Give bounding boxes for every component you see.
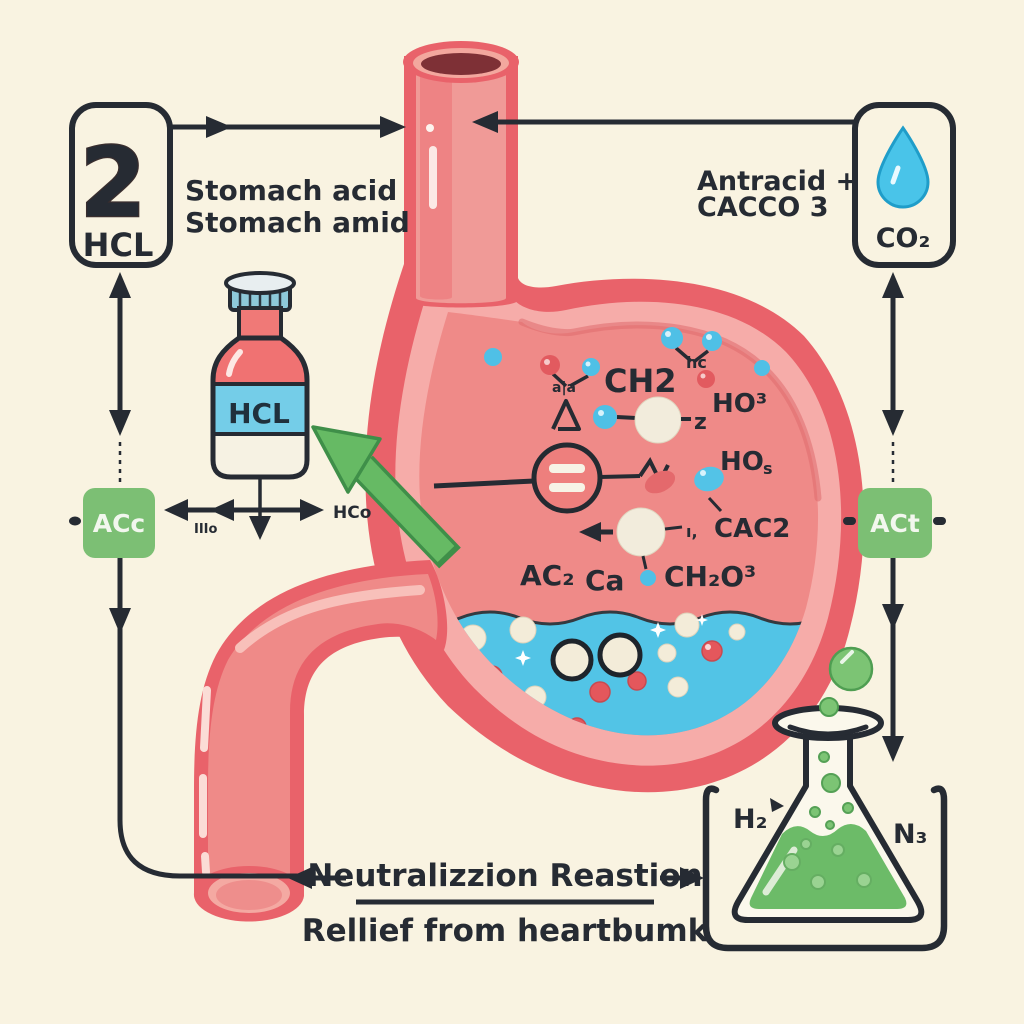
bottle-bands xyxy=(213,382,307,477)
stomach-acid-label: Stomach acid Stomach amid xyxy=(185,174,410,239)
outlined-particles xyxy=(550,632,643,682)
flask-label-left-marker xyxy=(770,798,784,812)
arrow-right-vertical xyxy=(882,272,904,486)
arrow-hcl-to-stomach xyxy=(170,116,406,138)
co2-label: CO₂ xyxy=(876,223,931,254)
formula-hos: HO s xyxy=(720,447,773,478)
formula-hc: hc xyxy=(686,353,707,372)
tube-highlights xyxy=(199,686,211,876)
water-droplet-icon xyxy=(876,125,930,209)
arrow-antacid-to-stomach xyxy=(472,111,855,133)
iiio-label: IIIo xyxy=(194,522,218,537)
sparkles xyxy=(515,614,708,666)
svg-text:HO: HO xyxy=(720,447,764,477)
caption: Neutralizzion Reastion Rellief from hear… xyxy=(302,858,710,949)
sphere-with-arrow xyxy=(579,507,683,586)
arrow-caption-right xyxy=(660,867,704,889)
formula-ch2: CH2 xyxy=(604,362,677,400)
stomach-acid-line1: Stomach acid xyxy=(185,174,397,207)
antacid-line2: CACCO 3 xyxy=(697,192,828,223)
formula-ho3: HO³ xyxy=(712,389,767,419)
co2-box: CO₂ xyxy=(852,102,956,268)
escaping-bubble-large xyxy=(828,646,874,692)
right-node: ACt xyxy=(843,488,946,558)
stomach-acid-line2: Stomach amid xyxy=(185,206,410,239)
hcl-bottle: HCL xyxy=(208,271,312,482)
red-ion xyxy=(697,370,715,388)
formula-ala: a|a xyxy=(552,380,576,396)
molecule-chain xyxy=(593,396,691,444)
arrow-caption-left xyxy=(288,867,346,889)
flask-neck-bubbles xyxy=(809,751,854,830)
duodenum xyxy=(193,560,448,922)
hcl-box-label: HCL xyxy=(83,226,154,264)
hcl-box-number: 2 xyxy=(80,127,147,239)
formula-cac2: CAC2 xyxy=(714,514,790,544)
left-node: ACc xyxy=(69,488,155,558)
formula-ch2o3: CH₂O³ xyxy=(664,560,756,593)
flask-label-right: N₃ xyxy=(893,819,927,850)
green-arrow-icon xyxy=(311,425,461,569)
flask-liquid-bubbles xyxy=(783,838,872,890)
zigzag-molecule xyxy=(638,457,724,513)
flask-liquid xyxy=(749,823,907,909)
triangle-glyph xyxy=(551,399,581,431)
arrow-left-vertical xyxy=(109,272,131,486)
blue-ion-right xyxy=(754,360,770,376)
bottle-cross-arrows xyxy=(164,479,324,540)
svg-text:s: s xyxy=(763,459,773,478)
caption-line1: Neutralizzion Reastion xyxy=(307,858,702,894)
escaping-bubble-small xyxy=(819,697,839,717)
antacid-line1: Antracid + xyxy=(697,166,858,197)
right-node-label: ACt xyxy=(870,509,920,538)
hco-label: HCo xyxy=(333,503,371,523)
caption-line2: Rellief from heartbumk xyxy=(302,913,710,949)
arrow-right-node-down xyxy=(882,558,904,762)
formula-i-mark: ı, xyxy=(686,522,698,541)
flask-label-left: H₂ xyxy=(733,804,767,835)
molecule-blue-pair xyxy=(661,327,722,363)
formula-ac2: AC₂ xyxy=(520,559,574,592)
bottle-label: HCL xyxy=(228,397,290,430)
blue-ion-left xyxy=(484,348,502,366)
flask-group: H₂ N₃ xyxy=(702,646,948,952)
formula-ca: Ca xyxy=(585,564,624,597)
stomach-chemistry: a|a CH2 hc HO³ z HO xyxy=(433,327,790,597)
equals-circle xyxy=(433,442,641,514)
molecule-red-blue xyxy=(540,355,600,388)
flask-bracket xyxy=(702,785,948,952)
left-node-label: ACc xyxy=(93,509,146,538)
hcl-box: 2 HCL xyxy=(69,102,173,268)
esophagus xyxy=(403,41,519,308)
formula-z: z xyxy=(694,410,707,435)
antacid-label: Antracid + CACCO 3 xyxy=(697,166,858,223)
arrow-left-node-down xyxy=(109,558,305,879)
